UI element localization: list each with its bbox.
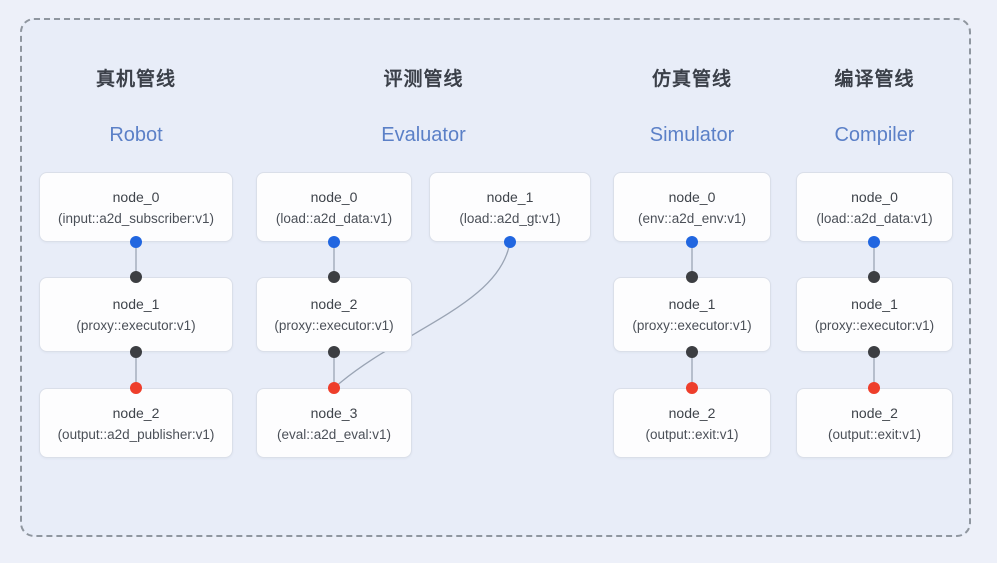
evaluator-link-port-dot: [328, 271, 340, 283]
compiler-node-2: node_2 (output::exit:v1): [796, 388, 953, 458]
compiler-node-1: node_1 (proxy::executor:v1): [796, 277, 953, 352]
compiler-link-port-dot: [868, 271, 880, 283]
node-name: node_2: [112, 404, 160, 421]
node-type: (output::exit:v1): [645, 426, 739, 442]
node-name: node_0: [851, 188, 898, 205]
simulator-pipeline-title: 仿真管线: [651, 69, 732, 90]
compiler-node-0: node_0 (load::a2d_data:v1): [796, 172, 953, 242]
node-name: node_0: [310, 188, 358, 205]
node-name: node_2: [851, 404, 898, 421]
node-name: node_3: [310, 404, 358, 421]
node-type: (output::exit:v1): [827, 426, 922, 442]
evaluator-pipeline-title: 评测管线: [383, 69, 464, 90]
node-type: (input::a2d_subscriber:v1): [57, 210, 215, 226]
evaluator-node-3: node_3 (eval::a2d_eval:v1): [256, 388, 412, 458]
evaluator-node-0: node_0 (load::a2d_data:v1): [256, 172, 412, 242]
robot-pipeline-subtitle: Robot: [109, 124, 163, 146]
simulator-link-port-dot: [686, 271, 698, 283]
simulator-node-1: node_1 (proxy::executor:v1): [613, 277, 771, 352]
evaluator-node-2: node_2 (proxy::executor:v1): [256, 277, 412, 352]
simulator-node-0: node_0 (env::a2d_env:v1): [613, 172, 771, 242]
robot-pipeline-title: 真机管线: [95, 69, 176, 90]
evaluator-sink-port-dot: [328, 382, 340, 394]
robot-node-0: node_0 (input::a2d_subscriber:v1): [39, 172, 233, 242]
compiler-source-port-dot: [868, 236, 880, 248]
node-name: node_2: [310, 296, 358, 312]
compiler-link-port-dot: [868, 346, 880, 358]
simulator-node-2: node_2 (output::exit:v1): [613, 388, 771, 458]
robot-link-port-dot: [130, 346, 142, 358]
evaluator-node-1: node_1 (load::a2d_gt:v1): [429, 172, 591, 242]
simulator-sink-port-dot: [686, 382, 698, 394]
node-type: (load::a2d_data:v1): [816, 210, 933, 226]
evaluator-pipeline-subtitle: Evaluator: [381, 124, 466, 146]
node-type: (eval::a2d_eval:v1): [276, 426, 392, 442]
evaluator-source-port-dot: [504, 236, 516, 248]
evaluator-source-port-dot: [328, 236, 340, 248]
node-type: (load::a2d_gt:v1): [459, 210, 561, 226]
robot-link-port-dot: [130, 271, 142, 283]
simulator-source-port-dot: [686, 236, 698, 248]
node-name: node_2: [668, 404, 716, 421]
robot-sink-port-dot: [130, 382, 142, 394]
node-name: node_0: [668, 188, 716, 205]
robot-node-1: node_1 (proxy::executor:v1): [39, 277, 233, 352]
compiler-sink-port-dot: [868, 382, 880, 394]
compiler-pipeline-subtitle: Compiler: [834, 124, 915, 146]
node-name: node_1: [486, 188, 534, 205]
evaluator-link-port-dot: [328, 346, 340, 358]
node-type: (proxy::executor:v1): [274, 318, 394, 333]
node-type: (proxy::executor:v1): [814, 318, 935, 333]
node-type: (load::a2d_data:v1): [275, 210, 393, 226]
node-type: (proxy::executor:v1): [76, 318, 196, 333]
node-type: (env::a2d_env:v1): [637, 210, 747, 226]
compiler-pipeline-title: 编译管线: [834, 69, 915, 90]
robot-source-port-dot: [130, 236, 142, 248]
simulator-pipeline-subtitle: Simulator: [649, 124, 735, 146]
node-name: node_1: [851, 296, 898, 312]
node-name: node_1: [668, 296, 716, 312]
node-name: node_1: [112, 296, 160, 312]
simulator-link-port-dot: [686, 346, 698, 358]
robot-node-2: node_2 (output::a2d_publisher:v1): [39, 388, 233, 458]
node-name: node_0: [112, 188, 160, 205]
node-type: (output::a2d_publisher:v1): [57, 426, 215, 442]
node-type: (proxy::executor:v1): [632, 318, 752, 333]
